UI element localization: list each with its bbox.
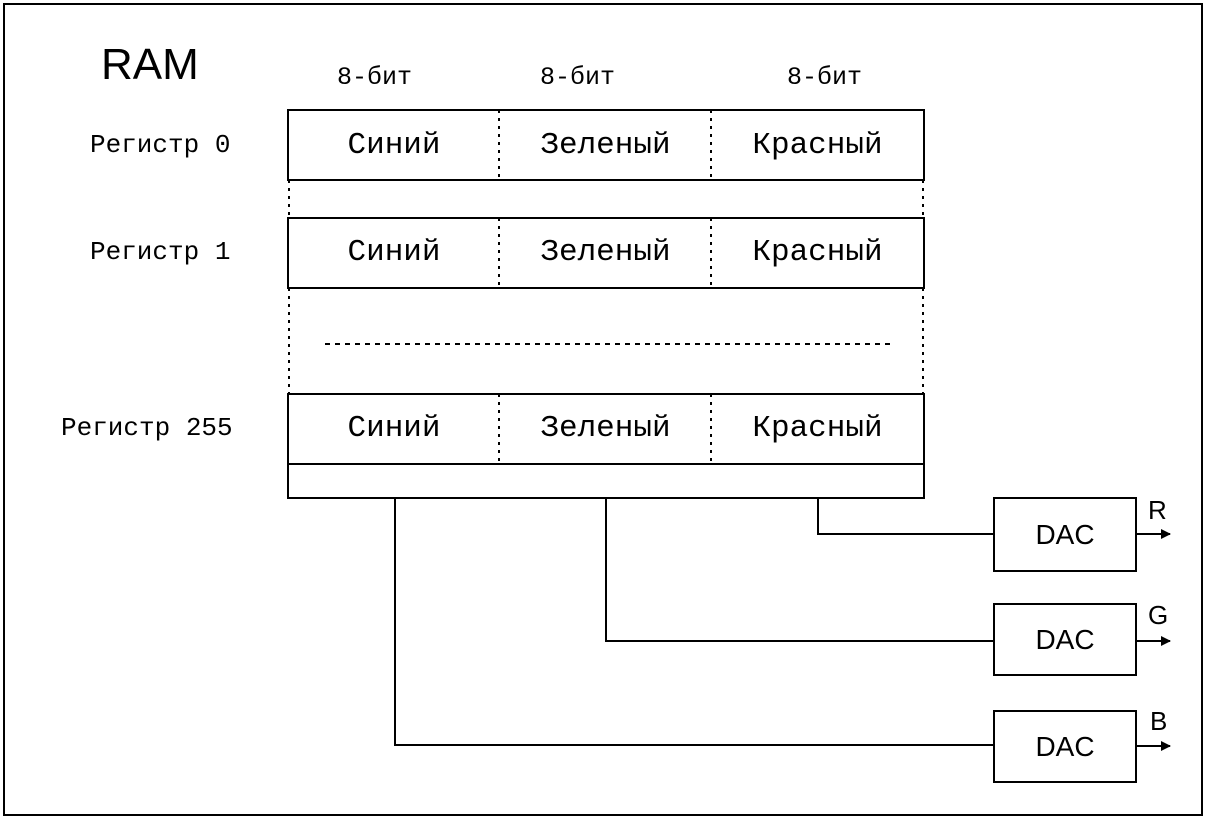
register-255-red-cell: Красный	[752, 411, 883, 446]
dac-g-box: DAC	[993, 603, 1137, 676]
dac-g-label: DAC	[1035, 623, 1095, 655]
register-1-label: Регистр 1	[90, 237, 231, 267]
register-0-label: Регистр 0	[90, 130, 231, 160]
register-0-blue-cell: Синий	[347, 128, 441, 163]
register-1-blue-cell: Синий	[347, 235, 441, 270]
green-connector	[605, 498, 994, 642]
bit-label-green: 8-бит	[540, 63, 616, 92]
output-label-b: B	[1150, 706, 1168, 736]
register-0-green-cell: Зеленый	[540, 128, 671, 163]
ram-title: RAM	[101, 40, 199, 89]
dac-b-label: DAC	[1035, 730, 1095, 762]
bit-label-red: 8-бит	[787, 63, 863, 92]
diagram-frame	[3, 3, 1203, 816]
output-label-r: R	[1148, 495, 1167, 525]
register-1-green-cell: Зеленый	[540, 235, 671, 270]
output-label-g: G	[1148, 600, 1169, 630]
register-1-row	[287, 217, 925, 289]
dac-r-label: DAC	[1035, 518, 1095, 550]
register-255-blue-cell: Синий	[347, 411, 441, 446]
dac-b-box: DAC	[993, 710, 1137, 783]
register-0-red-cell: Красный	[752, 128, 883, 163]
register-255-label: Регистр 255	[61, 413, 233, 443]
register-0-row	[287, 109, 925, 181]
blue-connector	[394, 498, 994, 746]
dac-r-box: DAC	[993, 497, 1137, 572]
register-255-green-cell: Зеленый	[540, 411, 671, 446]
register-1-red-cell: Красный	[752, 235, 883, 270]
bit-label-blue: 8-бит	[337, 63, 413, 92]
register-255-row	[287, 393, 925, 499]
red-connector	[817, 498, 994, 535]
